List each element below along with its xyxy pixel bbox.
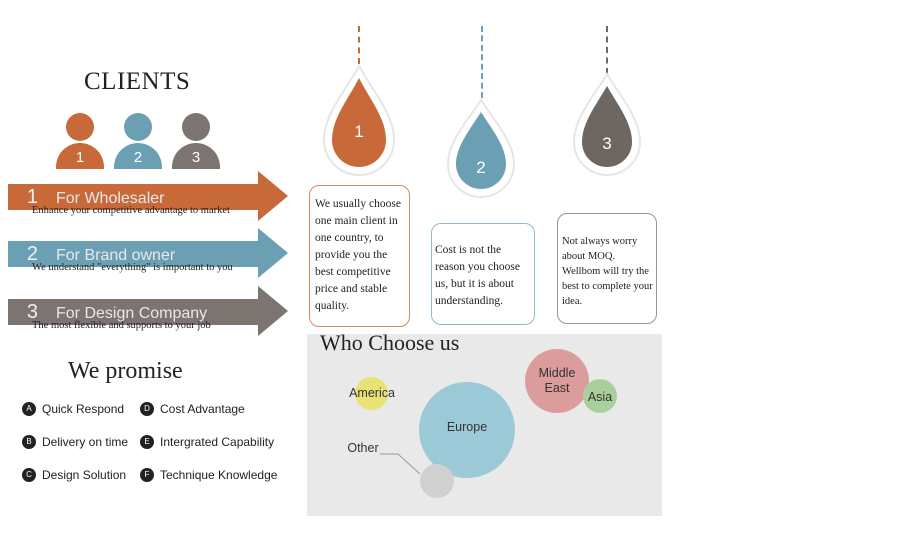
arrow-tip-icon [258,228,288,278]
badge-d-icon: D [140,401,154,416]
drop-2: 2 [442,98,520,198]
badge-e-icon: E [140,434,154,449]
reason-card-1: We usually choose one main client in one… [309,185,410,327]
client-type-title: For Design Company [56,305,208,322]
client-type-description: Enhance your competitive advantage to ma… [32,205,230,216]
client-person-icon-3: 3 [172,113,220,169]
other-leader-line [380,453,421,475]
drop-string-1 [358,26,360,64]
person-number: 2 [114,143,162,169]
drop-number: 3 [602,134,612,153]
bubble-other [420,464,454,498]
badge-c-icon: C [22,467,36,482]
drop-1-icon [322,63,396,176]
drop-string-3 [606,26,608,74]
promise-title: We promise [68,358,183,384]
reason-card-3: Not always worry about MOQ. Wellbom will… [557,213,657,324]
promise-item-label: Intergrated Capability [160,434,275,449]
person-number: 3 [172,143,220,169]
client-type-arrow-2: 2 For Brand owner We understand "everythi… [8,228,288,278]
promise-item-d: D Cost Advantage [140,401,245,416]
region-label-europe: Europe [446,420,488,434]
region-label-america: America [349,386,395,400]
badge-a-icon: A [22,401,36,416]
promise-item-a: A Quick Respond [22,401,124,416]
region-label-other: Other [347,441,379,455]
badge-f-icon: F [140,467,154,482]
client-person-icon-1: 1 [56,113,104,169]
drop-1: 1 [320,62,398,180]
promise-item-f: F Technique Knowledge [140,467,277,482]
arrow-tip-icon [258,171,288,221]
drop-number: 2 [476,158,486,177]
drop-3: 3 [568,72,646,182]
client-type-title: For Brand owner [56,247,176,264]
client-type-description: We understand "everything" is important … [32,262,233,273]
arrow-tip-icon [258,286,288,336]
promise-item-label: Technique Knowledge [160,467,278,482]
promise-item-label: Cost Advantage [160,401,245,416]
person-head-icon [182,113,210,141]
client-type-number: 2 [26,243,38,265]
person-head-icon [124,113,152,141]
bubble-europe [419,382,515,478]
client-type-description: The most flexible and supports to your j… [32,320,211,331]
promise-item-b: B Delivery on time [22,434,128,449]
reason-card-2: Cost is not the reason you choose us, bu… [431,223,535,325]
drop-3-icon [572,72,642,176]
promise-item-c: C Design Solution [22,467,126,482]
client-type-number: 3 [26,301,38,323]
drop-string-2 [481,26,483,98]
drop-2-icon [446,98,516,198]
who-choose-title: Who Choose us [320,330,460,355]
promise-item-label: Design Solution [42,467,127,482]
client-type-number: 1 [26,186,38,208]
bubble-asia [583,379,617,413]
client-type-arrow-1: 1 For Wholesaler Enhance your competitive… [8,171,288,221]
region-label-asia: Asia [587,390,613,404]
bubble-middle-east [525,349,589,413]
bubble-america [355,377,388,410]
badge-b-icon: B [22,434,36,449]
clients-title: CLIENTS [84,68,191,95]
promise-item-label: Delivery on time [42,434,129,449]
client-type-arrow-3: 3 For Design Company The most flexible an… [8,286,288,336]
promise-item-label: Quick Respond [42,401,125,416]
person-head-icon [66,113,94,141]
drop-number: 1 [354,122,364,141]
person-number: 1 [56,143,104,169]
client-person-icon-2: 2 [114,113,162,169]
promise-item-e: E Intergrated Capability [140,434,274,449]
client-type-title: For Wholesaler [56,190,165,207]
region-label-middle-east: Middle East [538,366,576,395]
